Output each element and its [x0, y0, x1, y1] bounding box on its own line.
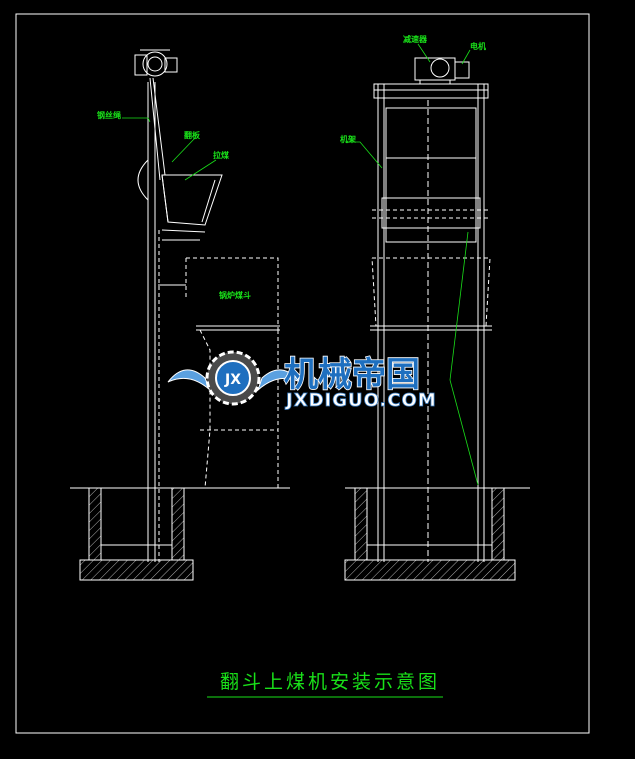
watermark-en: JXDIGUO.COM — [284, 390, 437, 411]
watermark-cn: 机械帝国 — [284, 355, 420, 395]
label-frame: 机架 — [340, 134, 356, 144]
label-flip-plate: 翻板 — [184, 130, 201, 140]
watermark-badge: JX — [224, 372, 241, 388]
side-column — [147, 82, 160, 562]
label-hopper-pull: 拉煤 — [213, 150, 229, 160]
front-foundation-pit — [344, 487, 516, 581]
label-wire-rope: 钢丝绳 — [97, 110, 121, 120]
front-hopper — [371, 257, 491, 327]
watermark-right-wing — [256, 369, 301, 392]
label-boiler-hopper: 锅炉煤斗 — [218, 290, 251, 300]
drawing-title: 翻斗上煤机安装示意图 — [220, 671, 440, 693]
front-view — [344, 57, 530, 581]
front-bucket — [372, 107, 490, 243]
label-reducer: 减速器 — [403, 34, 428, 44]
watermark-left-wing — [167, 369, 211, 391]
side-bucket — [161, 174, 223, 226]
drawing-border — [15, 13, 590, 734]
front-drive — [414, 57, 470, 84]
side-foundation-pit — [79, 487, 194, 581]
watermark-gear-icon: JX — [205, 350, 261, 406]
watermark: JX 机械帝国 JXDIGUO.COM — [167, 350, 437, 411]
label-motor: 电机 — [470, 41, 486, 51]
side-drive — [134, 49, 178, 77]
side-view — [70, 49, 290, 581]
front-columns — [377, 84, 485, 562]
wire-rope — [149, 77, 161, 181]
